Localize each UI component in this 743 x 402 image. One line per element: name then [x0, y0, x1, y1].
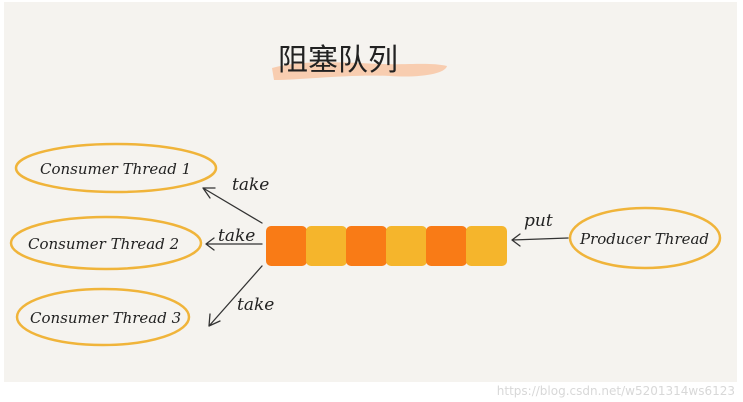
queue — [266, 226, 507, 266]
consumer-1-label: Consumer Thread 1 — [40, 160, 191, 178]
queue-slot — [466, 226, 507, 266]
take-arrow-1 — [202, 187, 263, 224]
take-label-1: take — [232, 175, 269, 195]
title-highlight — [272, 62, 447, 80]
take-label-3: take — [237, 295, 274, 315]
put-label: put — [524, 211, 553, 231]
consumer-2-ellipse — [9, 215, 203, 271]
queue-slot — [346, 226, 387, 266]
put-arrow — [511, 233, 569, 247]
consumer-3-ellipse — [15, 287, 191, 347]
queue-slot — [306, 226, 347, 266]
queue-slot — [386, 226, 427, 266]
consumer-2-label: Consumer Thread 2 — [28, 235, 179, 253]
consumer-1-ellipse — [14, 142, 218, 194]
watermark: https://blog.csdn.net/w5201314ws6123 — [497, 384, 735, 398]
take-arrow-3 — [208, 265, 263, 327]
take-arrow-2 — [205, 237, 263, 251]
producer-label: Producer Thread — [579, 230, 709, 248]
producer-ellipse — [568, 206, 722, 270]
diagram-title: 阻塞队列 — [278, 43, 398, 78]
queue-slot — [426, 226, 467, 266]
queue-slot — [266, 226, 307, 266]
consumer-3-label: Consumer Thread 3 — [30, 309, 181, 327]
take-label-2: take — [218, 226, 255, 246]
